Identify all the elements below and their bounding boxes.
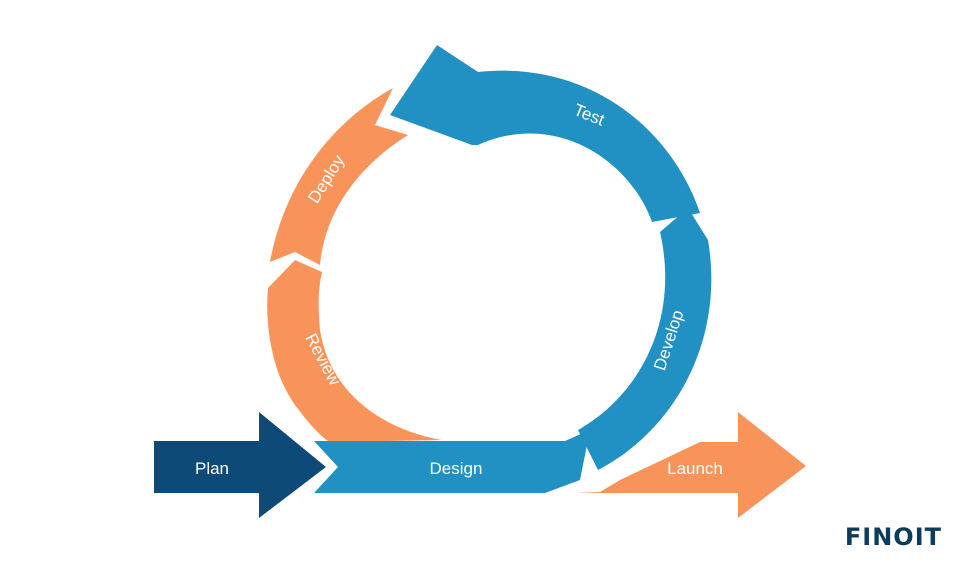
deploy-arrow xyxy=(270,88,408,265)
develop-arrow xyxy=(578,208,712,470)
plan-arrow xyxy=(154,412,326,518)
review-arrow xyxy=(267,260,442,442)
design-label: Design xyxy=(430,459,483,478)
plan-label: Plan xyxy=(195,459,229,478)
finoit-logo: FINOIT xyxy=(844,523,942,551)
test-arrow xyxy=(390,45,700,222)
launch-label: Launch xyxy=(667,459,723,478)
launch-arrow xyxy=(575,412,806,518)
design-arrow xyxy=(314,430,590,493)
